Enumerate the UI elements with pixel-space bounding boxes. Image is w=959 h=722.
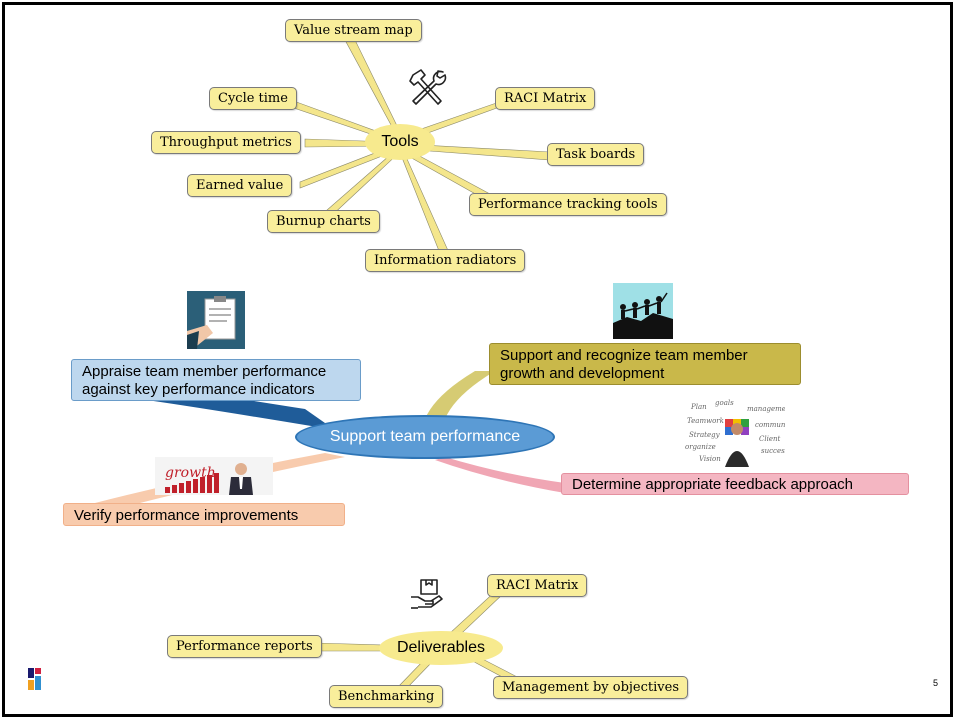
branch-appraise-box: Appraise team member performance against… [71,359,361,401]
deliverables-wedge-performance-reports [314,642,386,652]
svg-text:communication: communication [755,421,785,429]
svg-text:Plan: Plan [690,403,707,411]
growth-chart-icon: growth [155,457,273,495]
deliverable-benchmarking: Benchmarking [329,685,444,708]
tool-task-boards: Task boards [547,143,645,166]
hand-box-icon [411,579,443,609]
svg-text:Teamwork: Teamwork [687,417,724,425]
branch-support-label: Support and recognize team member growth… [500,347,748,382]
deliverable-performance-reports: Performance reports [167,635,322,658]
branch-appraise-label: Appraise team member performance against… [82,363,327,398]
svg-text:Client: Client [759,435,780,443]
tool-raci-matrix: RACI Matrix [495,87,596,110]
svg-text:Vision: Vision [699,455,721,463]
tool-cycle-time: Cycle time [209,87,297,110]
svg-text:organize: organize [685,443,716,451]
svg-text:Strategy: Strategy [689,431,721,439]
svg-text:success: success [761,447,785,455]
branch-feedback-box: Determine appropriate feedback approach [561,473,909,495]
team-climb-icon [613,283,673,339]
tools-wedge-information-radiators [398,149,451,257]
tool-earned-value: Earned value [187,174,293,197]
deliverable-management-by-objectives: Management by objectives [493,676,688,699]
tool-value-stream-map: Value stream map [285,19,422,42]
main-hub: Support team performance [295,415,555,459]
branch-verify-label: Verify performance improvements [74,507,299,524]
tool-throughput-metrics: Throughput metrics [151,131,301,154]
page-number: 5 [932,678,938,688]
branch-feedback-connector [435,457,565,493]
svg-text:management: management [747,405,785,413]
branch-feedback-label: Determine appropriate feedback approach [572,476,854,493]
pmi-logo [28,668,41,690]
hammer-wrench-icon [409,69,447,105]
tool-information-radiators: Information radiators [365,249,526,272]
branch-support-connector [425,371,495,419]
deliverables-hub-label: Deliverables [396,639,486,656]
tools-wedge-value-stream-map [344,39,403,137]
deliverable-raci-matrix: RACI Matrix [487,574,588,597]
branch-verify-box: Verify performance improvements [63,503,345,526]
connector-layer [65,39,565,691]
main-hub-label: Support team performance [329,428,521,445]
clipboard-review-icon [187,291,245,349]
branch-support-box: Support and recognize team member growth… [489,343,801,385]
tools-hub-label: Tools [381,133,419,150]
tool-burnup-charts: Burnup charts [267,210,380,233]
tools-hub: Tools [365,124,435,160]
tool-performance-tracking-tools: Performance tracking tools [469,193,667,216]
svg-text:goals: goals [715,399,734,407]
word-cloud-person-icon: Plan goals management Teamwork communicatio… [685,399,785,467]
deliverables-hub: Deliverables [379,631,503,665]
